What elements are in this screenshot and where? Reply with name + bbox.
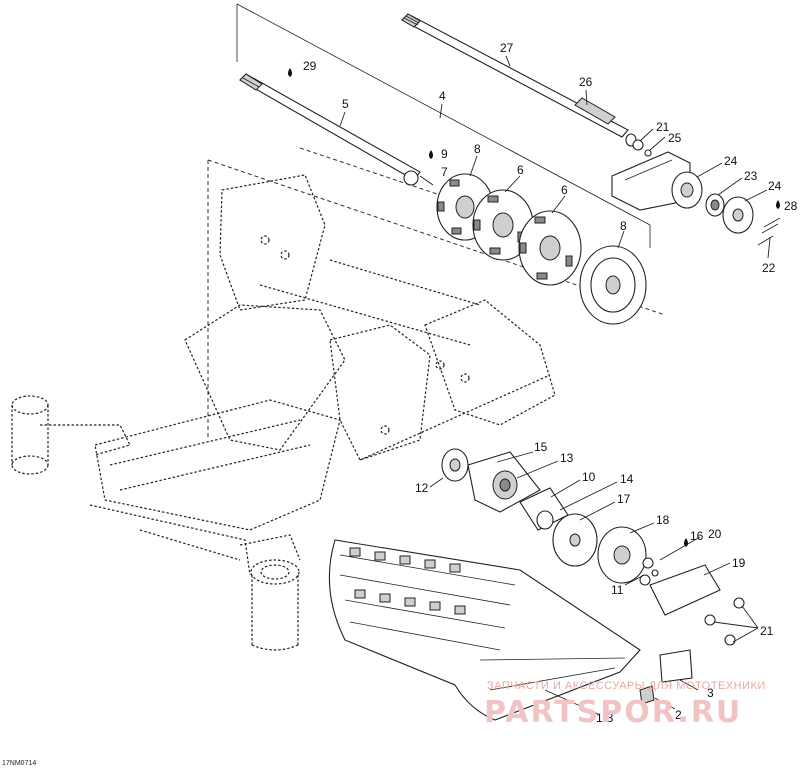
label-22: 22 — [762, 261, 776, 275]
label-3: 3 — [707, 686, 714, 700]
label-13: 13 — [560, 451, 574, 465]
label-9: 9 — [441, 147, 448, 161]
label-8-right: 8 — [620, 219, 627, 233]
label-5: 5 — [342, 97, 349, 111]
assembly-guide-lines — [207, 3, 666, 440]
label-1-3: 1-3 — [596, 711, 614, 725]
watermark: ЗАПЧАСТИ И АКСЕССУАРЫ ДЛЯ МОТОТЕХНИКИ PA… — [484, 680, 766, 730]
grease-drop-icon — [288, 68, 292, 77]
label-23: 23 — [744, 169, 758, 183]
bearing-assembly-lower — [441, 448, 745, 646]
drive-shaft-upper — [401, 13, 637, 147]
drive-shaft-lower — [239, 73, 434, 186]
watermark-brand: PARTSPOR.RU — [484, 695, 742, 730]
label-28: 28 — [784, 199, 798, 213]
label-29: 29 — [303, 59, 317, 73]
label-21-lower: 21 — [760, 624, 774, 638]
label-20: 20 — [708, 527, 722, 541]
label-25: 25 — [668, 131, 682, 145]
drawing-code: 17NM0714 — [2, 760, 36, 767]
label-21-upper: 21 — [656, 120, 670, 134]
sprocket-wheels — [436, 173, 647, 325]
label-18: 18 — [656, 513, 670, 527]
label-19: 19 — [732, 556, 746, 570]
label-4: 4 — [439, 89, 446, 103]
track-belt — [328, 539, 693, 721]
label-6-left: 6 — [517, 163, 524, 177]
label-11: 11 — [611, 583, 624, 597]
callout-labels: 27 29 26 5 4 21 25 9 8 7 24 6 6 23 24 28… — [303, 41, 798, 725]
lubricant-icons — [288, 68, 780, 547]
label-24-lower: 24 — [768, 179, 782, 193]
label-27: 27 — [500, 41, 514, 55]
grease-drop-icon — [684, 538, 688, 547]
label-24-upper: 24 — [724, 154, 738, 168]
bearing-assembly-upper — [611, 139, 781, 246]
label-16: 16 — [690, 529, 704, 543]
label-17: 17 — [617, 492, 631, 506]
leader-lines — [339, 55, 771, 715]
idler-wheel-right — [579, 245, 647, 325]
label-2: 2 — [675, 708, 682, 722]
label-15: 15 — [534, 440, 548, 454]
label-12: 12 — [415, 481, 429, 495]
label-8-left: 8 — [474, 142, 481, 156]
label-26: 26 — [579, 75, 593, 89]
label-14: 14 — [620, 472, 634, 486]
label-10: 10 — [582, 470, 596, 484]
grease-drop-icon — [776, 200, 780, 209]
grease-drop-icon — [429, 150, 433, 159]
label-6-right: 6 — [561, 183, 568, 197]
watermark-tagline: ЗАПЧАСТИ И АКСЕССУАРЫ ДЛЯ МОТОТЕХНИКИ — [487, 680, 766, 692]
chassis-frame — [11, 174, 556, 651]
label-7: 7 — [441, 165, 448, 179]
sprocket-mid-2 — [518, 210, 582, 286]
